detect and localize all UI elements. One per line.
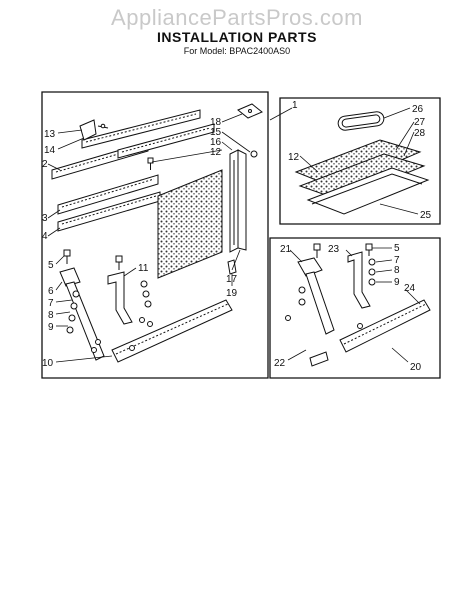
callout-7-left: 7 — [48, 298, 54, 309]
callout-12-left: 12 — [210, 147, 222, 158]
right-bottom-rail-24 — [339, 299, 431, 353]
callout-11: 11 — [138, 263, 149, 274]
seal-kit-frame-outline — [279, 97, 441, 225]
callout-26: 26 — [412, 104, 424, 115]
right-bracket-23 — [347, 251, 371, 309]
callout-5-left: 5 — [48, 260, 54, 271]
callout-8-left: 8 — [48, 310, 54, 321]
left-hardware — [63, 249, 101, 353]
callout-16: 16 — [210, 137, 222, 148]
callout-17: 17 — [226, 274, 238, 285]
seal-kit-panel — [294, 139, 430, 215]
support-bracket-11 — [107, 271, 133, 325]
bottom-rail — [111, 299, 233, 363]
seal-26 — [337, 111, 385, 131]
model-subtitle: For Model: BPAC2400AS0 — [183, 46, 291, 56]
callout-25: 25 — [420, 210, 432, 221]
middle-rail — [117, 123, 215, 159]
leader-lines — [47, 107, 421, 363]
callout-9-right: 9 — [394, 277, 400, 288]
callout-21: 21 — [280, 244, 292, 255]
callout-7-right: 7 — [394, 255, 400, 266]
screw-15 — [250, 150, 258, 158]
callout-23: 23 — [328, 244, 340, 255]
callout-5-right: 5 — [394, 243, 400, 254]
callout-10: 10 — [42, 358, 54, 369]
callout-2: 2 — [42, 159, 48, 170]
callout-28: 28 — [414, 128, 426, 139]
mounting-bracket — [79, 119, 109, 141]
callout-8-right: 8 — [394, 265, 400, 276]
callout-24: 24 — [404, 283, 416, 294]
callout-12-right: 12 — [288, 152, 300, 163]
upper-rail — [81, 109, 201, 149]
callout-3: 3 — [42, 213, 48, 224]
diagram-title: INSTALLATION PARTS — [157, 29, 317, 45]
callout-9-left: 9 — [48, 322, 54, 333]
callout-20: 20 — [410, 362, 422, 373]
callout-1: 1 — [292, 100, 298, 111]
screw-19 — [227, 259, 237, 275]
callout-22: 22 — [274, 358, 286, 369]
foam-panel — [157, 169, 223, 279]
screw-12 — [147, 157, 154, 170]
middle-hardware — [115, 255, 153, 351]
callout-4: 4 — [42, 231, 48, 242]
main-frame-outline — [41, 91, 269, 379]
corner-clip — [237, 103, 263, 119]
callout-14: 14 — [44, 145, 56, 156]
right-hardware — [285, 243, 376, 367]
callout-6: 6 — [48, 286, 54, 297]
vertical-post — [229, 149, 247, 253]
site-watermark: AppliancePartsPros.com — [111, 5, 363, 30]
callout-27: 27 — [414, 117, 426, 128]
right-support-arm-21 — [297, 257, 335, 335]
left-support-arm — [59, 267, 105, 361]
callout-19: 19 — [226, 288, 238, 299]
side-support-frame-outline — [269, 237, 441, 379]
callout-15: 15 — [210, 127, 222, 138]
callout-13: 13 — [44, 129, 56, 140]
callout-18: 18 — [210, 117, 222, 128]
